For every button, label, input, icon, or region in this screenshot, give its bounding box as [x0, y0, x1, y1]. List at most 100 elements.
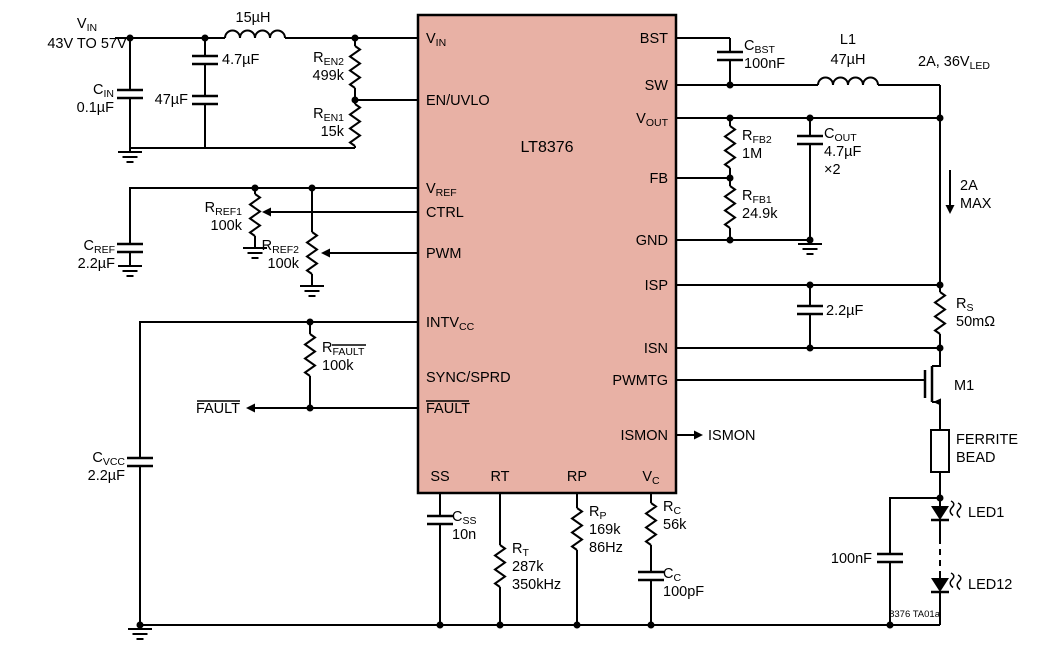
label-css-ref: CSS: [452, 509, 477, 527]
capacitor-cout-symbol: [795, 134, 825, 146]
arrowhead: [694, 430, 703, 440]
capacitor-cref-symbol: [115, 242, 145, 254]
label-l1-value: 47µH: [831, 52, 866, 68]
junction-dot: [726, 236, 734, 244]
pin-bst: BST: [640, 31, 668, 47]
label-fault-output: FAULT: [196, 401, 240, 417]
led-glow-icon: [949, 572, 962, 591]
junction-dot: [936, 281, 944, 289]
arrowhead: [321, 248, 330, 258]
label-m1-ref: M1: [954, 378, 974, 394]
label-ferrite-1: FERRITE: [956, 432, 1018, 448]
label-cled-value: 100nF: [831, 551, 872, 567]
junction-dot: [136, 621, 144, 629]
junction-dot: [126, 34, 134, 42]
label-input-inductor: 15µH: [236, 10, 271, 26]
label-rfault-value: 100k: [322, 358, 354, 374]
label-rc-value: 56k: [663, 517, 687, 533]
pin-pwm: PWM: [426, 246, 461, 262]
label-rs-value: 50mΩ: [956, 314, 995, 330]
capacitor-4u7-symbol: [190, 54, 220, 66]
label-rp-ref: RP: [589, 504, 607, 522]
label-cbst-ref: CBST: [744, 38, 775, 56]
resistor-rc-symbol: [645, 502, 657, 546]
resistor-rp-symbol: [571, 507, 583, 551]
led12-symbol: [929, 576, 951, 594]
output-section: CBST 100nF L1 47µH 2A, 36VLED RFB2 1M RF…: [676, 32, 1018, 625]
label-cout-value: 4.7µF: [824, 144, 862, 160]
ground-icon: [299, 281, 325, 297]
label-cvcc-value: 2.2µF: [88, 468, 126, 484]
junction-dot: [936, 344, 944, 352]
junction-dot: [806, 236, 814, 244]
junction-dot: [436, 621, 444, 629]
label-ren1-ref: REN1: [313, 106, 344, 124]
capacitor-sense-symbol: [795, 304, 825, 316]
pin-sync-sprd: SYNC/SPRD: [426, 370, 511, 386]
junction-dot: [306, 318, 314, 326]
label-cref-ref: CREF: [84, 238, 115, 256]
ground-icon: [117, 261, 143, 277]
label-vin-range: 43V TO 57V: [47, 36, 127, 52]
capacitor-cvcc-symbol: [125, 456, 155, 468]
arrowhead: [945, 205, 955, 214]
mosfet-arrow: [933, 398, 941, 406]
label-cvcc-ref: CVCC: [92, 450, 125, 468]
intvcc-fault-section: RFAULT 100k FAULT CVCC 2.2µF: [88, 318, 418, 625]
ground-icon: [117, 147, 143, 163]
label-imax-1: 2A: [960, 178, 978, 194]
label-rt-value: 287k: [512, 559, 544, 575]
mosfet-source-lead: [932, 401, 941, 430]
label-cf1-value: 4.7µF: [222, 52, 260, 68]
resistor-rfb2-symbol: [724, 125, 736, 169]
label-rfb1-ref: RFB1: [742, 188, 772, 206]
ic-part-number: LT8376: [520, 139, 573, 156]
ferrite-bead-symbol: [930, 429, 950, 473]
label-cbst-value: 100nF: [744, 56, 785, 72]
junction-dot: [726, 174, 734, 182]
junction-dot: [251, 184, 259, 192]
label-rs-ref: RS: [956, 296, 974, 314]
resistor-rs-symbol: [934, 291, 946, 335]
label-sense-cap-value: 2.2µF: [826, 303, 864, 319]
inductor-l1-symbol: [817, 76, 879, 86]
pin-rt: RT: [490, 469, 509, 485]
pin-vin: VIN: [426, 31, 446, 49]
label-rref2-value: 100k: [268, 256, 300, 272]
junction-dot: [936, 494, 944, 502]
junction-dot: [308, 184, 316, 192]
capacitor-47u-symbol: [190, 94, 220, 106]
label-imax-2: MAX: [960, 196, 992, 212]
junction-dot: [806, 114, 814, 122]
junction-dot: [351, 34, 359, 42]
led1-symbol: [929, 504, 951, 522]
capacitor-css-symbol: [425, 514, 455, 526]
label-cc-value: 100pF: [663, 584, 704, 600]
label-rt-freq: 350kHz: [512, 577, 561, 593]
resistor-ren2-symbol: [349, 45, 361, 89]
label-cin-value: 0.1µF: [77, 100, 115, 116]
label-rref1-value: 100k: [211, 218, 243, 234]
junction-dot: [496, 621, 504, 629]
junction-dot: [806, 281, 814, 289]
reference-section: RREF1 100k RREF2 100k CREF 2.2µF: [78, 184, 418, 297]
wire-intvcc-cvcc: [139, 321, 418, 625]
resistor-rfault-symbol: [304, 333, 316, 377]
resistor-rfb1-symbol: [724, 185, 736, 229]
resistor-rref2-symbol: [306, 231, 318, 275]
arrowhead: [262, 207, 271, 217]
label-ren2-value: 499k: [313, 68, 345, 84]
label-css-value: 10n: [452, 527, 476, 543]
resistor-rref1-symbol: [249, 193, 261, 237]
junction-dot: [201, 34, 209, 42]
junction-dot: [306, 404, 314, 412]
ic-lt8376: LT8376 VIN EN/UVLO VREF CTRL PWM INTVCC …: [416, 13, 678, 495]
input-section: VIN 43V TO 57V 15µH 4.7µF 47µF CIN 0.1µF…: [47, 10, 418, 163]
label-rfault-ref: RFAULT: [322, 340, 365, 358]
label-rc-ref: RC: [663, 499, 681, 517]
label-ismon-output: ISMON: [708, 428, 756, 444]
label-rp-freq: 86Hz: [589, 540, 623, 556]
label-cref-value: 2.2µF: [78, 256, 116, 272]
junction-dot: [647, 621, 655, 629]
